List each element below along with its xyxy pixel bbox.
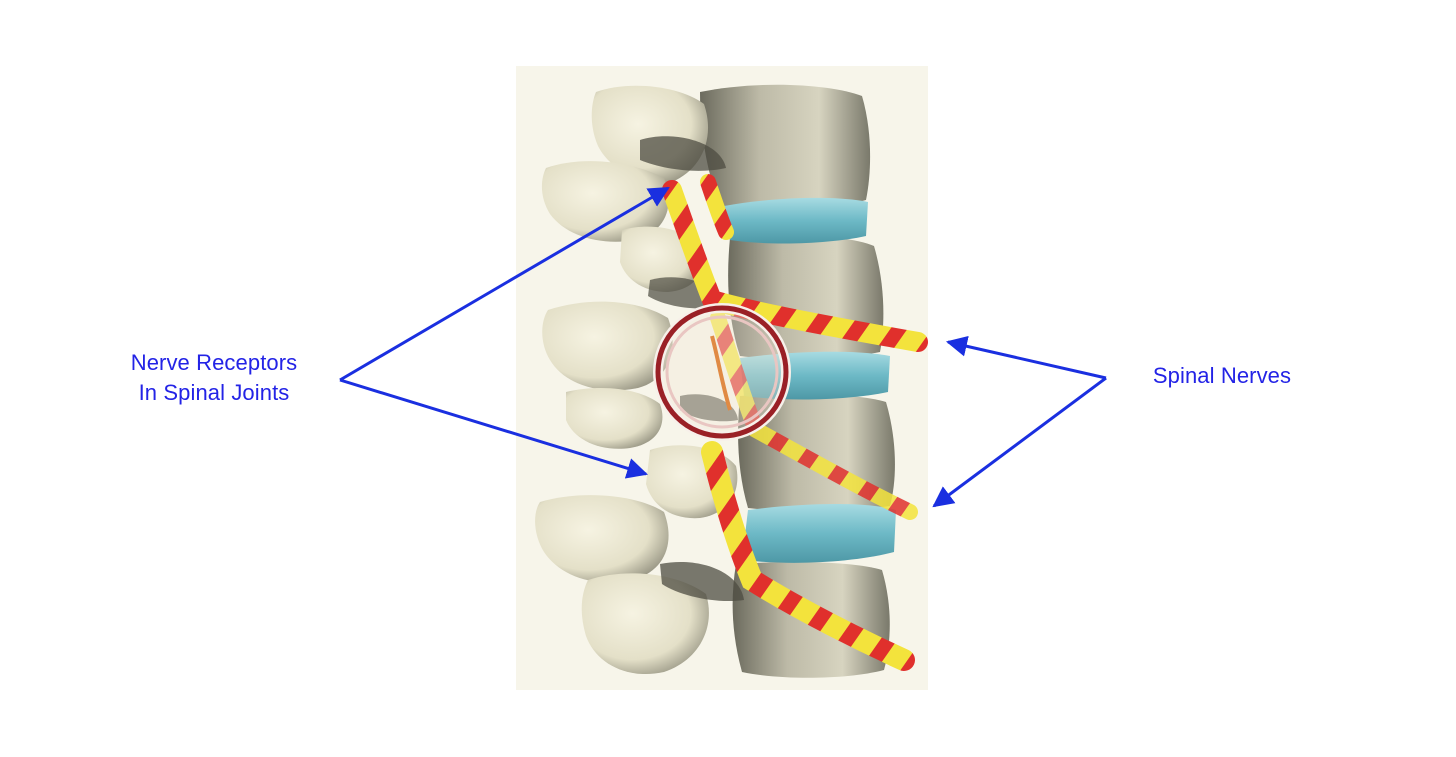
posterior-elements — [535, 85, 738, 675]
arrow-to-upper-nerve — [945, 335, 1107, 380]
nerve-receptors-label-line2: In Spinal Joints — [138, 380, 290, 405]
arrow-to-lower-nerve — [932, 376, 1107, 508]
nerve-receptor-arrows — [339, 186, 670, 479]
spinal-nerve-arrows — [932, 335, 1107, 508]
facet-joint-highlight — [653, 303, 791, 441]
arrow-to-lower-joint — [339, 378, 649, 479]
nerve-receptors-label-line1: Nerve Receptors — [130, 350, 298, 375]
spinal-nerves-label: Spinal Nerves — [1152, 363, 1292, 388]
arrow-to-upper-joint — [339, 186, 670, 382]
spinal-nerves — [662, 174, 928, 671]
nerve-receptors-label: Nerve Receptors In Spinal Joints — [96, 348, 332, 408]
